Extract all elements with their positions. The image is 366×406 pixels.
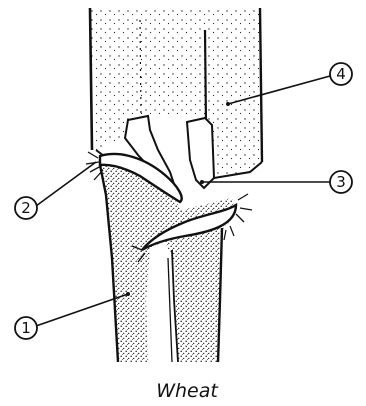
callout-2-label: 2 <box>21 199 31 217</box>
upper-leaf-blade <box>90 8 262 178</box>
callout-2: 2 <box>15 197 37 219</box>
diagram-caption: Wheat <box>0 380 366 402</box>
callout-4-label: 4 <box>336 65 346 83</box>
callout-4: 4 <box>330 63 352 85</box>
callout-1-label: 1 <box>21 319 31 337</box>
callout-3: 3 <box>330 171 352 193</box>
leader-line-3 <box>200 180 330 184</box>
callout-1: 1 <box>15 317 37 339</box>
callout-3-label: 3 <box>336 173 346 191</box>
leader-line-2 <box>36 162 96 206</box>
